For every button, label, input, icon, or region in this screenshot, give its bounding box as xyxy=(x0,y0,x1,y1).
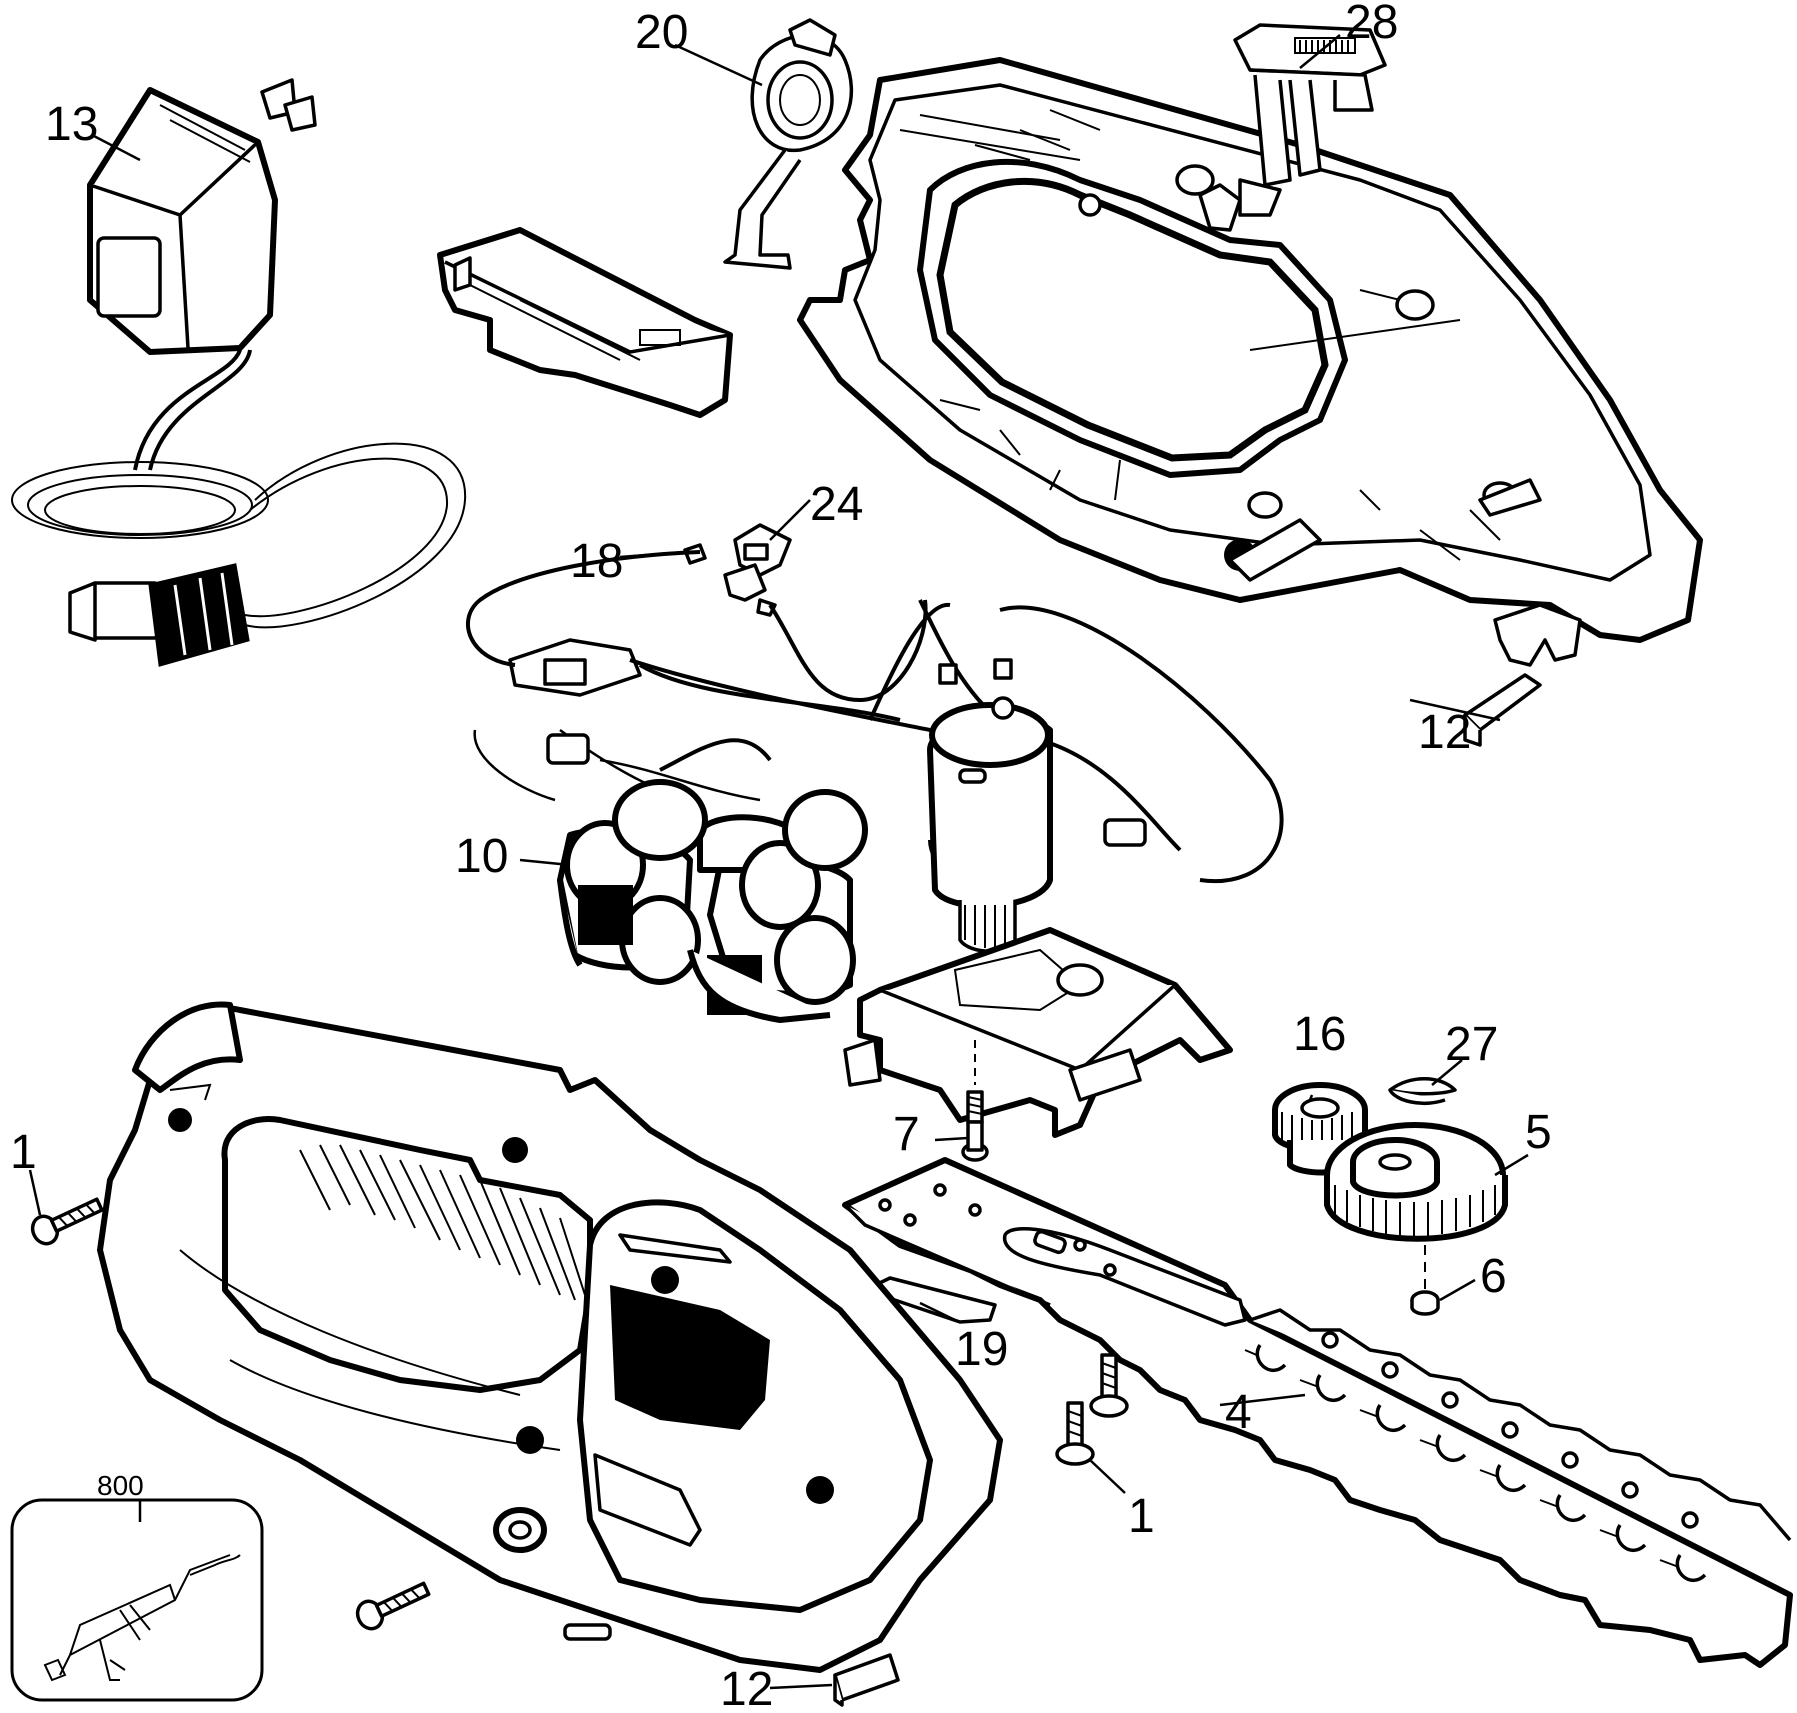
part-label-20: 20 xyxy=(635,6,688,59)
battery-pack xyxy=(557,779,868,1023)
part-label-27: 27 xyxy=(1445,1018,1498,1071)
part-label-4: 4 xyxy=(1225,1386,1252,1439)
blade-assembly xyxy=(842,1157,1793,1668)
part-label-19: 19 xyxy=(955,1323,1008,1376)
small-screw xyxy=(961,1040,989,1162)
leader-lines xyxy=(28,34,1529,1690)
part-label-7: 7 xyxy=(893,1108,920,1161)
part-label-24: 24 xyxy=(810,478,863,531)
part-label-16: 16 xyxy=(1293,1008,1346,1061)
cap-with-lanyard xyxy=(723,18,854,270)
small-block-top xyxy=(1463,673,1542,747)
lower-housing xyxy=(97,1001,1003,1673)
part-label-12-top: 12 xyxy=(1418,706,1471,759)
part-label-1-right: 1 xyxy=(1128,1490,1155,1543)
part-label-12-bottom: 12 xyxy=(720,1663,773,1713)
wiring-harness xyxy=(466,523,1284,901)
battery-cover xyxy=(437,227,733,418)
clip-washer xyxy=(1388,1077,1457,1105)
motor-assembly xyxy=(843,696,1233,1138)
part-label-1-left: 1 xyxy=(10,1126,37,1179)
upper-housing xyxy=(797,23,1703,667)
part-label-5: 5 xyxy=(1525,1106,1552,1159)
part-label-800: 800 xyxy=(97,1470,144,1501)
washer xyxy=(1410,1245,1440,1316)
inset-800 xyxy=(10,1498,264,1702)
part-label-6: 6 xyxy=(1480,1250,1507,1303)
part-label-18: 18 xyxy=(570,535,623,588)
small-block-bottom xyxy=(833,1653,900,1707)
small-gear xyxy=(1272,1082,1368,1176)
part-label-28: 28 xyxy=(1345,0,1398,49)
part-labels: 13 20 28 12 24 18 10 16 27 7 5 6 19 4 1 … xyxy=(10,0,1552,1713)
part-label-10: 10 xyxy=(455,830,508,883)
large-gear xyxy=(1324,1122,1508,1242)
part-label-13: 13 xyxy=(45,98,98,151)
charger-adapter xyxy=(11,78,467,667)
guard-plate xyxy=(863,1276,997,1324)
